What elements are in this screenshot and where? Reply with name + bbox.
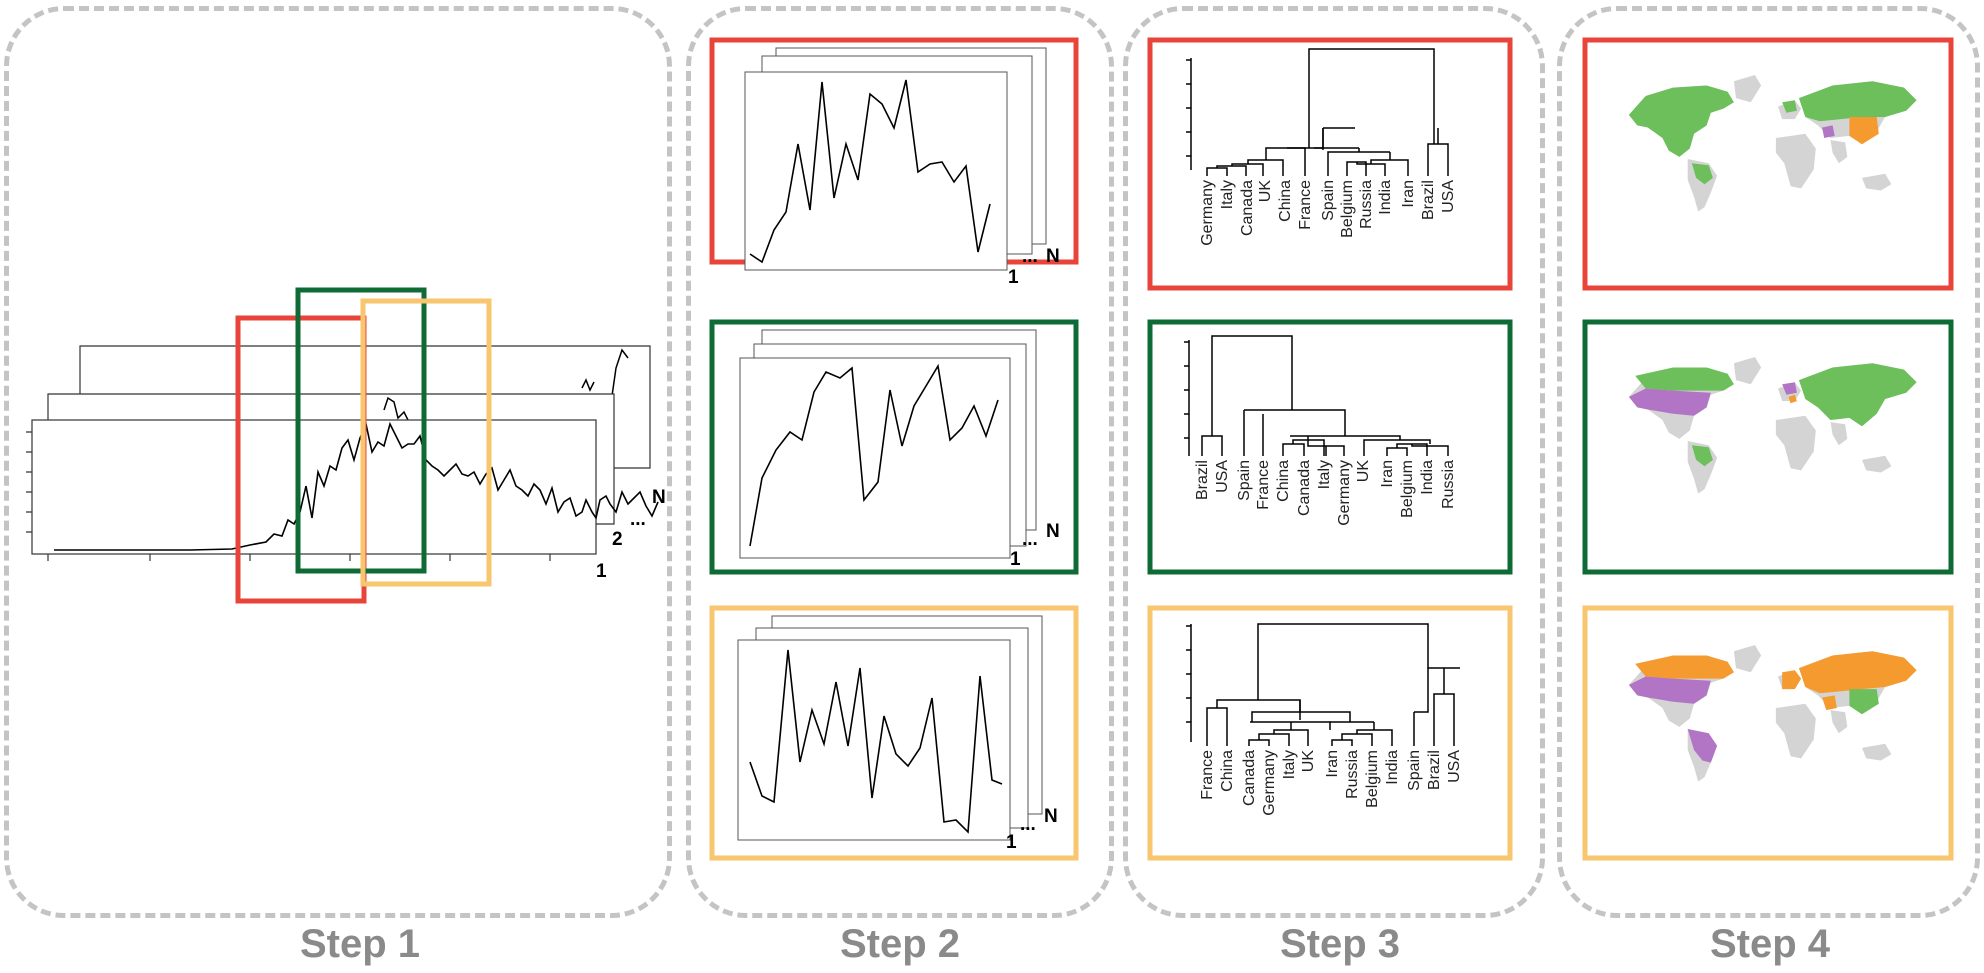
step3-frame-red [1147, 37, 1513, 291]
dendro-yellow-label: Germany [1261, 750, 1278, 816]
dendro-green-label: Brazil [1194, 460, 1211, 500]
step-1-label: Step 1 [299, 922, 421, 966]
dendrogram-red-labels: Germany Italy Canada UK China France Spa… [1199, 180, 1457, 246]
dendro-yellow-label: Belgium [1364, 750, 1381, 808]
step-1-panel [4, 6, 672, 918]
yellow-stack-marker-1: 1 [1006, 832, 1017, 853]
dendro-green-label: Canada [1296, 460, 1313, 516]
dendro-red-label: Italy [1219, 180, 1236, 209]
red-stack-ellipsis: ... [1022, 246, 1038, 267]
dendro-green-label: Spain [1236, 460, 1253, 501]
step4-map-red [1582, 37, 1954, 291]
step2-window-yellow: 1 ... N [709, 605, 1079, 861]
dendro-green-label: Germany [1336, 460, 1353, 526]
yellow-window-line [749, 649, 1003, 834]
dendro-red-label: Brazil [1420, 180, 1437, 220]
green-stack-marker-1: 1 [1010, 549, 1021, 570]
dendro-red-label: Germany [1199, 180, 1216, 246]
ts-stack-marker-1: 1 [596, 561, 607, 582]
step-2-label: Step 2 [839, 922, 961, 966]
green-window-line [749, 363, 999, 547]
step2-window-red: 1 ... N [709, 37, 1079, 288]
dendro-yellow-label: UK [1300, 750, 1317, 773]
dendrogram-yellow-labels: France China Canada Germany Italy UK Ira… [1199, 750, 1463, 816]
dendrogram-green [1184, 335, 1449, 456]
dendrogram-yellow [1186, 623, 1460, 746]
yellow-stack-ellipsis: ... [1020, 814, 1036, 835]
dendro-red-label: Russia [1358, 180, 1375, 229]
dendro-yellow-label: USA [1446, 750, 1463, 783]
dendrogram-red-trunk [1308, 48, 1435, 148]
dendro-green-label: Russia [1440, 460, 1457, 509]
ts-stack-ellipsis: ... [630, 509, 646, 530]
dendro-green-label: USA [1214, 460, 1231, 493]
step2-window-green: 1 ... N [709, 319, 1079, 575]
ts-front-frame [26, 419, 659, 561]
dendrogram-green-labels: Brazil USA Spain France China Canada Ita… [1194, 460, 1457, 526]
dendro-red-label: Iran [1400, 180, 1417, 208]
red-window-line [749, 79, 991, 264]
dendro-red-label: France [1297, 180, 1314, 230]
dendro-yellow-label: China [1219, 750, 1236, 792]
dendrogram-red [1186, 58, 1449, 176]
dendro-yellow-label: Canada [1241, 750, 1258, 806]
dendro-red-label: China [1277, 180, 1294, 222]
step-3-panel [1123, 6, 1545, 918]
step4-map-green [1582, 319, 1954, 575]
dendro-red-label: Spain [1320, 180, 1337, 221]
dendro-red-label: UK [1257, 180, 1274, 203]
dendro-red-label: India [1377, 180, 1394, 215]
green-stack-ellipsis: ... [1022, 529, 1038, 550]
dendro-green-label: France [1255, 460, 1272, 510]
dendro-green-label: China [1275, 460, 1292, 502]
step3-frame-green [1147, 319, 1513, 575]
ts-stack-marker-2: 2 [612, 529, 623, 550]
red-stack-marker-1: 1 [1008, 267, 1019, 288]
dendro-yellow-label: France [1199, 750, 1216, 800]
window-yellow [360, 298, 492, 587]
dendro-yellow-label: Russia [1344, 750, 1361, 799]
step-4-label: Step 4 [1709, 922, 1831, 966]
dendro-yellow-label: Brazil [1426, 750, 1443, 790]
step3-frame-yellow [1147, 605, 1513, 861]
dendro-green-label: India [1419, 460, 1436, 495]
dendro-green-label: Iran [1379, 460, 1396, 488]
step-4-panel [1557, 6, 1980, 918]
step-3-label: Step 3 [1279, 922, 1401, 966]
dendro-red-label: USA [1440, 180, 1457, 213]
dendro-yellow-label: Spain [1406, 750, 1423, 791]
step4-map-yellow [1582, 605, 1954, 861]
dendro-green-label: Italy [1316, 460, 1333, 489]
green-stack-marker-n: N [1046, 521, 1060, 542]
dendro-green-label: Belgium [1399, 460, 1416, 518]
step-2-panel [686, 6, 1114, 918]
dendro-yellow-label: Iran [1324, 750, 1341, 778]
dendro-yellow-label: Italy [1281, 750, 1298, 779]
dendro-red-label: Canada [1239, 180, 1256, 236]
dendro-green-label: UK [1355, 460, 1372, 483]
dendro-yellow-label: India [1384, 750, 1401, 785]
yellow-stack-marker-n: N [1044, 806, 1058, 827]
ts-stack-marker-n: N [652, 487, 666, 508]
ts-front-line [54, 421, 659, 551]
dendro-red-label: Belgium [1339, 180, 1356, 238]
step1-stacked-timeseries: 1 2 ... N [26, 345, 666, 582]
red-stack-marker-n: N [1046, 246, 1060, 267]
